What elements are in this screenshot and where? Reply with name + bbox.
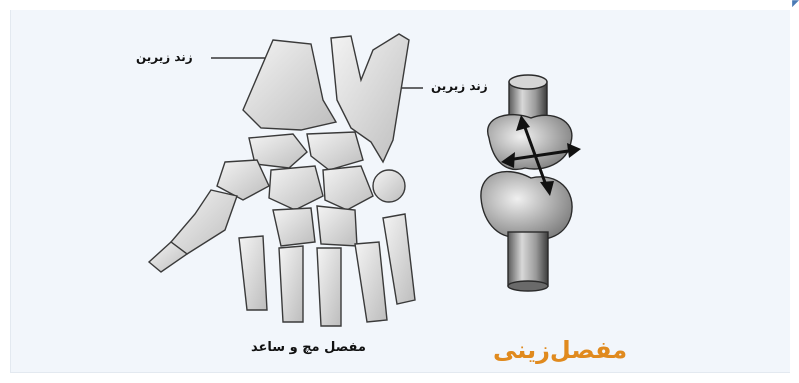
metacarpal-3 [317,248,341,326]
corner-mark-icon: ◤ [789,0,799,8]
metacarpal-2 [279,246,303,322]
ulna-bone [243,40,336,130]
thumb-metacarpal [171,190,237,254]
lower-saddle [481,172,572,240]
wrist-joint-caption: مفصل مچ و ساعد [251,340,366,355]
ulna-label: زند زیرین [136,50,193,64]
upper-cylinder-top [509,75,547,89]
lower-cylinder [508,232,548,286]
lower-cylinder-bottom [508,281,548,291]
diagram-canvas: زند زیرین زند زیرین مفصل مچ و ساعد مفصل‌… [10,10,790,373]
carpal-bone-2 [307,132,363,170]
pisiform-bone [373,170,405,202]
diagram-artwork [11,10,790,372]
metacarpal-1 [239,236,267,310]
radius-label: زند زیرین [431,79,488,93]
carpal-bone-7 [317,206,357,246]
carpal-bone-6 [273,208,315,246]
carpal-bone-5 [323,166,373,210]
metacarpal-4 [355,242,387,322]
saddle-joint-title: مفصل‌زینی [493,336,627,364]
saddle-joint-illustration [481,75,572,291]
wrist-skeleton-illustration [149,34,423,326]
metacarpal-5 [383,214,415,304]
carpal-bone-4 [269,166,323,210]
